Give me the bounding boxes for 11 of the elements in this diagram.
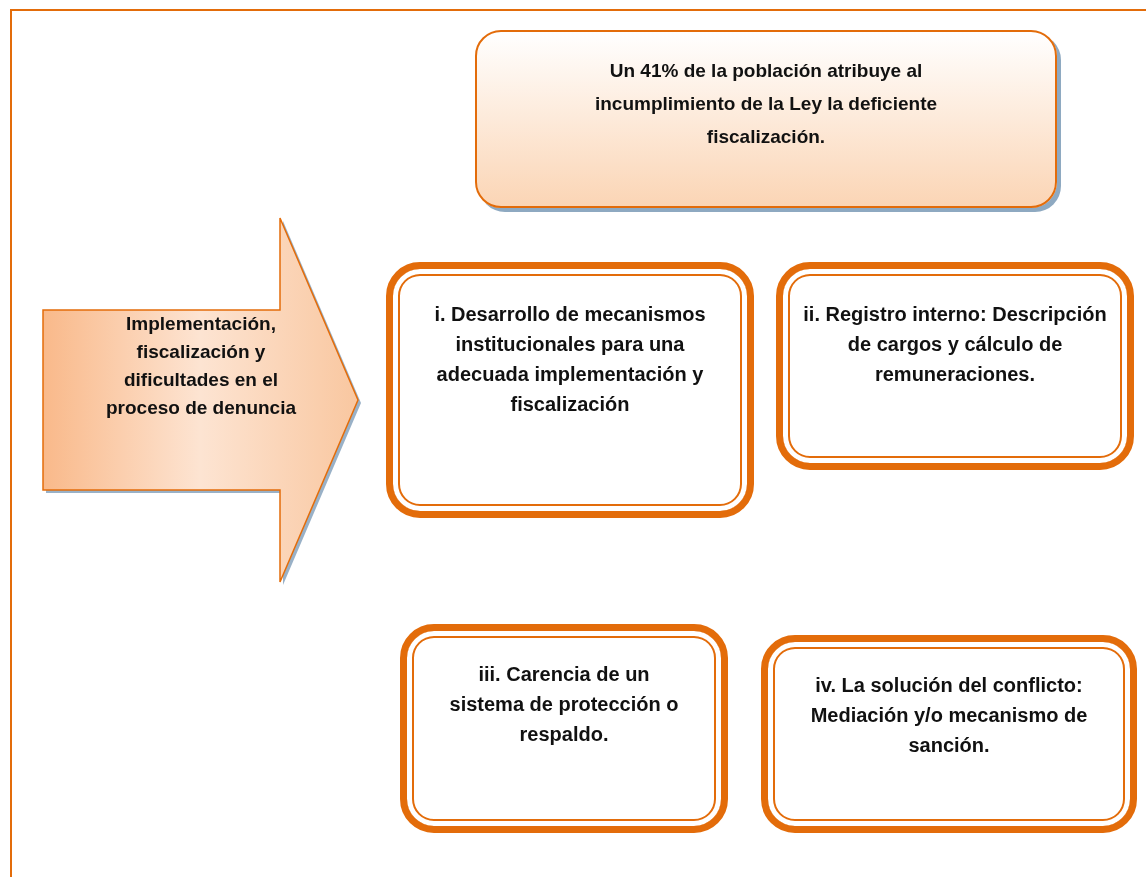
node-label: ii. Registro interno: Descripción de cargos y cálculo de remuneraciones.	[803, 302, 1107, 387]
node-label: i. Desarrollo de mecanismos institucionales para una adecuada implementación y fiscalización	[433, 302, 707, 417]
node-label: Un 41% de la población atribuye al incumplimiento de la Ley la deficiente fiscalización.	[593, 59, 939, 149]
rounded-box	[761, 635, 1137, 833]
arrow-shape	[40, 215, 362, 585]
node-label: iv. La solución del conflicto: Mediación y/o mecanismo de sanción.	[809, 673, 1089, 758]
rounded-box	[776, 262, 1134, 470]
node-label: iii. Carencia de un sistema de protección o respaldo.	[448, 662, 680, 747]
rounded-box	[386, 262, 754, 518]
node-label: Implementación, fiscalización y dificultades en el proceso de denuncia	[104, 312, 297, 420]
rounded-box	[400, 624, 728, 833]
